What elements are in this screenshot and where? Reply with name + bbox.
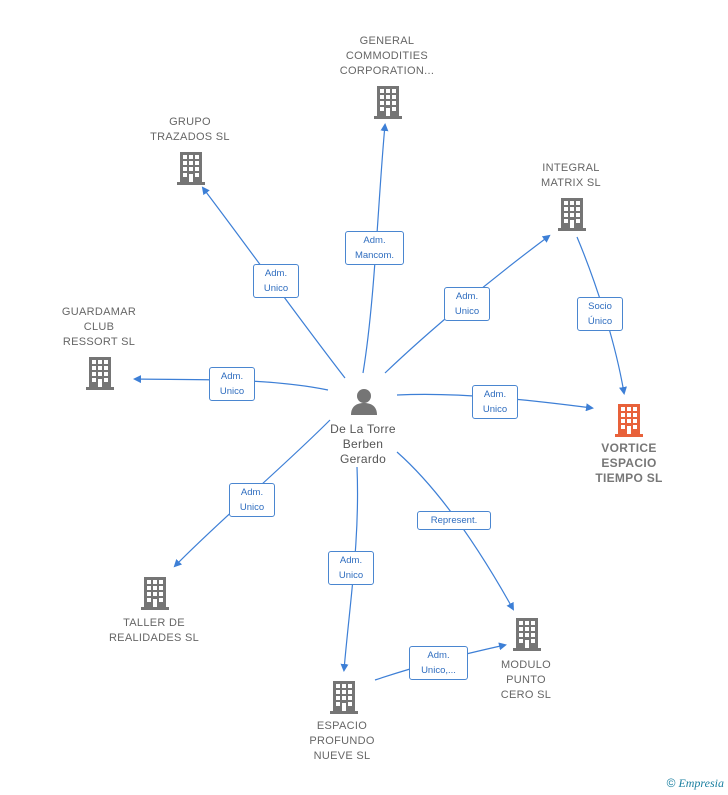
edge-center-modulo: [396, 451, 514, 611]
edge-label-center-vortice: Adm. Unico: [472, 385, 518, 419]
company-label-guardamar[interactable]: GUARDAMAR CLUB RESSORT SL: [61, 306, 137, 348]
person-label[interactable]: De La Torre Berben Gerardo: [330, 422, 396, 466]
building-icon[interactable]: [141, 577, 169, 610]
company-label-grupo[interactable]: GRUPO TRAZADOS SL: [150, 116, 230, 143]
company-label-taller[interactable]: TALLER DE REALIDADES SL: [108, 617, 200, 644]
building-icon[interactable]: [615, 404, 643, 437]
building-icon[interactable]: [374, 86, 402, 119]
company-label-modulo[interactable]: MODULO PUNTO CERO SL: [500, 659, 552, 701]
edge-label-center-modulo: Represent.: [417, 511, 491, 530]
edge-label-center-grupo: Adm. Unico: [253, 264, 299, 298]
copyright-symbol: ©: [666, 776, 676, 790]
edges: [133, 123, 627, 681]
building-icon[interactable]: [177, 152, 205, 185]
edge-label-center-general: Adm. Mancom.: [345, 231, 404, 265]
edge-label-center-taller: Adm. Unico: [229, 483, 275, 517]
edge-label-integral-vortice: Socio Único: [577, 297, 623, 331]
brand-footer: © Empresia: [667, 776, 724, 791]
edge-label-center-espacio: Adm. Unico: [328, 551, 374, 585]
building-icon[interactable]: [86, 357, 114, 390]
brand-logo: Empresia: [678, 776, 724, 790]
edge-label-center-guardamar: Adm. Unico: [209, 367, 255, 401]
person-icon[interactable]: [351, 389, 377, 415]
building-icon[interactable]: [513, 618, 541, 651]
company-label-vortice[interactable]: VORTICE ESPACIO TIEMPO SL: [595, 441, 663, 485]
company-label-espacio[interactable]: ESPACIO PROFUNDO NUEVE SL: [309, 720, 375, 762]
building-icon[interactable]: [558, 198, 586, 231]
edge-label-espacio-modulo: Adm. Unico,...: [409, 646, 468, 680]
edge-label-center-integral: Adm. Unico: [444, 287, 490, 321]
company-label-general[interactable]: GENERAL COMMODITIES CORPORATION...: [339, 35, 435, 77]
company-label-integral[interactable]: INTEGRAL MATRIX SL: [541, 162, 601, 189]
building-icon[interactable]: [330, 681, 358, 714]
